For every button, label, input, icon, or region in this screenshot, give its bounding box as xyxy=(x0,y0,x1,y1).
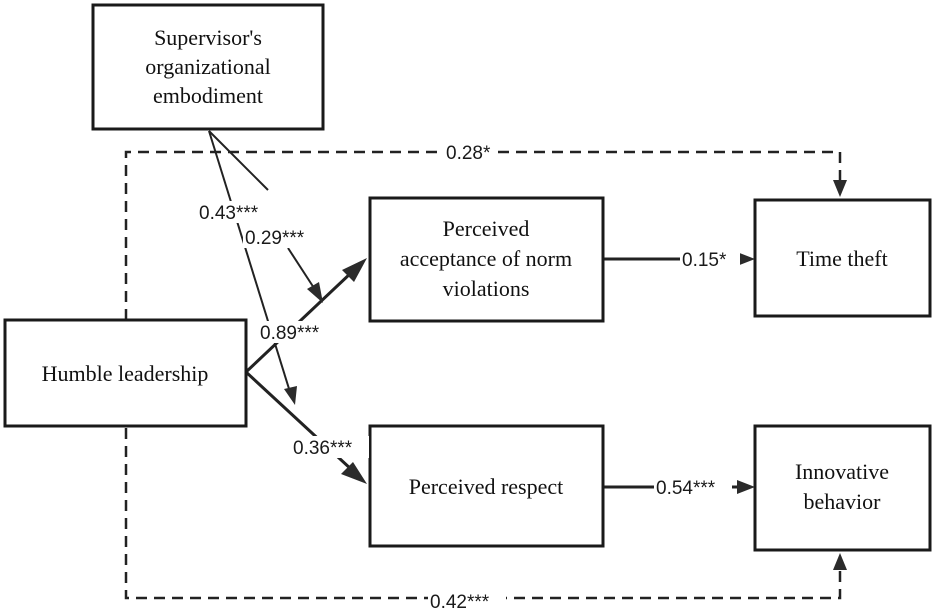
coef-hl-to-respect: 0.36*** xyxy=(293,438,353,459)
coef-moderation-acceptance: 0.29*** xyxy=(245,228,305,249)
path-to-respect xyxy=(244,370,367,484)
node-innovative-behavior: Innovative behavior xyxy=(753,424,932,552)
node-label-line: violations xyxy=(443,276,530,301)
node-perceived-respect: Perceived respect xyxy=(368,424,605,548)
node-label-line: Time theft xyxy=(796,246,887,271)
coef-hl-to-acceptance: 0.89*** xyxy=(260,323,320,344)
coef-hl-to-innovative: 0.42*** xyxy=(430,592,490,613)
node-supervisor-embodiment: Supervisor's organizational embodiment xyxy=(91,3,325,131)
node-label-line: acceptance of norm xyxy=(400,246,572,271)
node-label-line: organizational xyxy=(145,54,270,79)
moderation-line xyxy=(208,130,297,405)
node-label-line: behavior xyxy=(804,489,882,514)
node-label-line: Humble leadership xyxy=(42,361,209,386)
moderation-branch xyxy=(208,130,323,303)
node-label-line: Supervisor's xyxy=(154,25,262,50)
coef-hl-to-theft: 0.28* xyxy=(446,143,491,164)
node-label-line: Perceived xyxy=(443,216,530,241)
node-time-theft: Time theft xyxy=(753,198,932,318)
node-label-line: Perceived respect xyxy=(409,474,564,499)
coef-respect-to-innovative: 0.54*** xyxy=(656,478,716,499)
coef-moderation-main: 0.43*** xyxy=(199,203,259,224)
node-perceived-acceptance: Perceived acceptance of norm violations xyxy=(368,196,605,323)
node-humble-leadership: Humble leadership xyxy=(3,318,248,428)
coef-acceptance-to-theft: 0.15* xyxy=(682,250,727,271)
node-label-line: embodiment xyxy=(153,83,263,108)
node-label-line: Innovative xyxy=(795,459,889,484)
